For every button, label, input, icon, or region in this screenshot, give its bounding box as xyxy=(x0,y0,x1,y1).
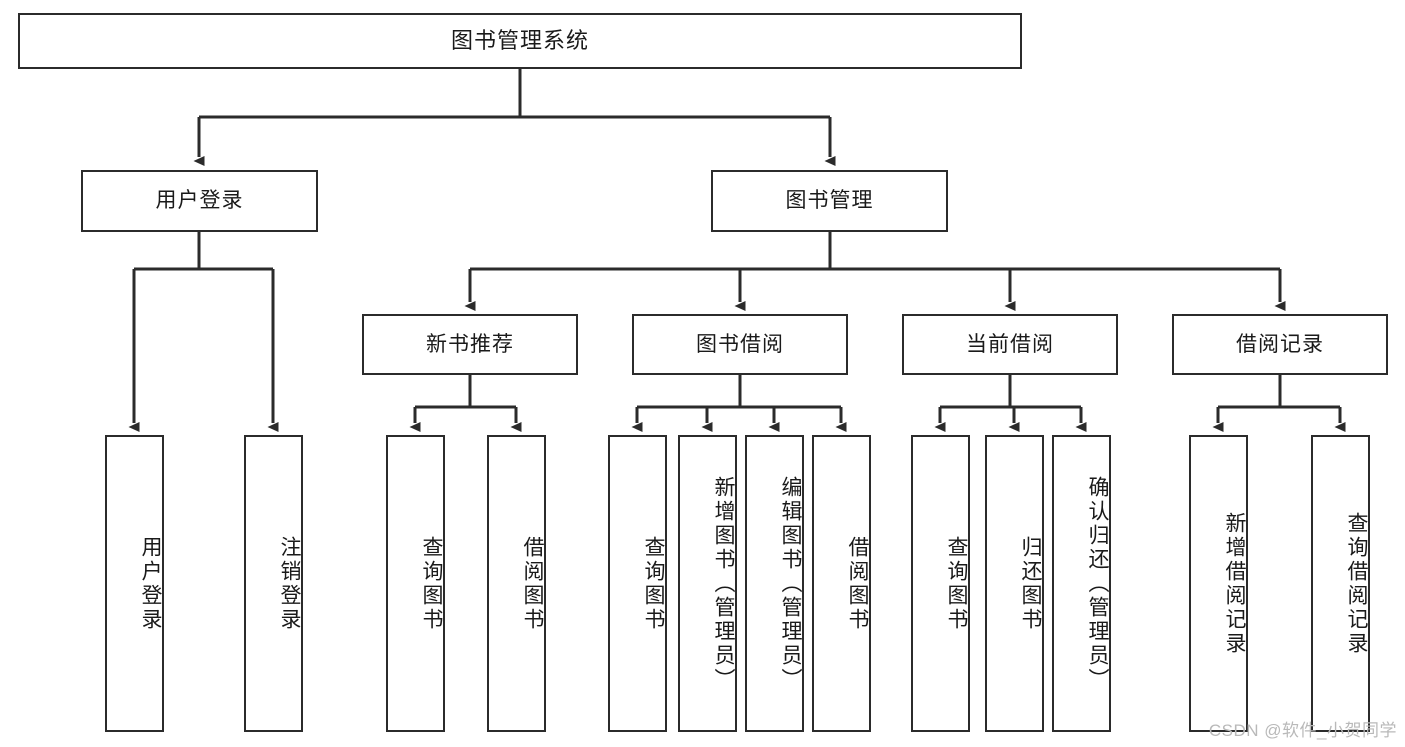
node-leaf-add-borrow-record-label: 新增借阅记录 xyxy=(1223,511,1246,656)
node-leaf-return-book-label: 归还图书 xyxy=(1019,535,1042,632)
node-borrow-record-label: 借阅记录 xyxy=(1236,332,1324,356)
node-leaf-add-book[interactable]: 新增图书（管理员） xyxy=(678,435,737,732)
watermark: CSDN @软件_小贺同学 xyxy=(1208,721,1397,740)
node-leaf-user-login-label: 用户登录 xyxy=(139,535,162,632)
node-leaf-query-book-1-label: 查询图书 xyxy=(420,535,443,632)
node-user-login-label: 用户登录 xyxy=(155,189,244,213)
node-leaf-borrow-book-1[interactable]: 借阅图书 xyxy=(487,435,546,732)
node-leaf-logout-label: 注销登录 xyxy=(278,535,301,632)
node-leaf-query-book-2[interactable]: 查询图书 xyxy=(608,435,667,732)
node-book-borrow[interactable]: 图书借阅 xyxy=(632,314,848,375)
node-root[interactable]: 图书管理系统 xyxy=(18,13,1022,69)
node-new-book-recommend-label: 新书推荐 xyxy=(426,332,514,356)
node-leaf-borrow-book-1-label: 借阅图书 xyxy=(521,535,544,632)
node-book-manage-label: 图书管理 xyxy=(785,189,874,213)
node-user-login[interactable]: 用户登录 xyxy=(81,170,318,232)
node-leaf-edit-book[interactable]: 编辑图书（管理员） xyxy=(745,435,804,732)
node-borrow-record[interactable]: 借阅记录 xyxy=(1172,314,1388,375)
node-leaf-query-book-3[interactable]: 查询图书 xyxy=(911,435,970,732)
node-current-borrow-label: 当前借阅 xyxy=(966,332,1054,356)
node-leaf-query-book-1[interactable]: 查询图书 xyxy=(386,435,445,732)
node-leaf-logout[interactable]: 注销登录 xyxy=(244,435,303,732)
node-book-borrow-label: 图书借阅 xyxy=(696,332,784,356)
node-leaf-borrow-book-2-label: 借阅图书 xyxy=(846,535,869,632)
node-leaf-user-login[interactable]: 用户登录 xyxy=(105,435,164,732)
node-leaf-borrow-book-2[interactable]: 借阅图书 xyxy=(812,435,871,732)
node-leaf-add-borrow-record[interactable]: 新增借阅记录 xyxy=(1189,435,1248,732)
node-book-manage[interactable]: 图书管理 xyxy=(711,170,948,232)
node-root-label: 图书管理系统 xyxy=(450,27,589,53)
node-leaf-query-borrow-record[interactable]: 查询借阅记录 xyxy=(1311,435,1370,732)
node-leaf-confirm-return-label: 确认归还（管理员） xyxy=(1086,475,1109,692)
node-current-borrow[interactable]: 当前借阅 xyxy=(902,314,1118,375)
node-leaf-query-book-3-label: 查询图书 xyxy=(945,535,968,632)
node-new-book-recommend[interactable]: 新书推荐 xyxy=(362,314,578,375)
node-leaf-query-borrow-record-label: 查询借阅记录 xyxy=(1345,511,1368,656)
node-leaf-query-book-2-label: 查询图书 xyxy=(642,535,665,632)
node-leaf-confirm-return[interactable]: 确认归还（管理员） xyxy=(1052,435,1111,732)
node-leaf-return-book[interactable]: 归还图书 xyxy=(985,435,1044,732)
node-leaf-edit-book-label: 编辑图书（管理员） xyxy=(779,475,802,692)
node-leaf-add-book-label: 新增图书（管理员） xyxy=(712,475,735,692)
